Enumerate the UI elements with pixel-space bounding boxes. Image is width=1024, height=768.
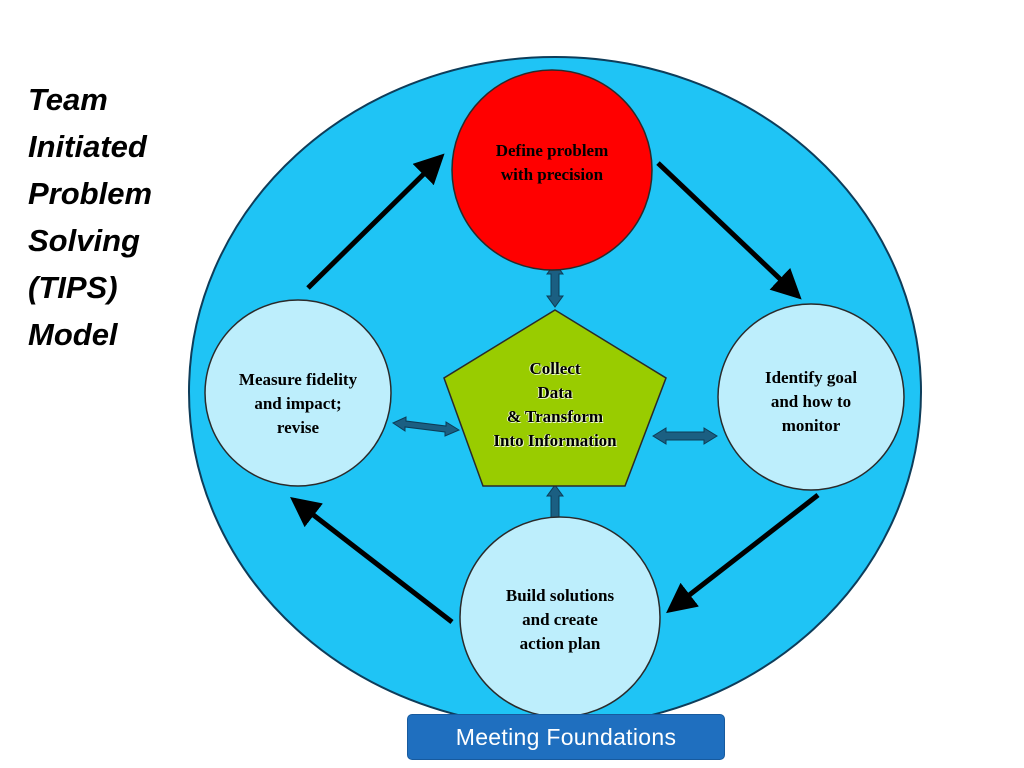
define-problem-node bbox=[451, 69, 653, 271]
measure-fidelity-node bbox=[204, 299, 392, 487]
title-line: Initiated bbox=[28, 129, 147, 164]
build-solutions-label: Build solutions and create action plan bbox=[505, 586, 615, 653]
identify-goal-label: Identify goal and how to monitor bbox=[764, 368, 858, 435]
arrow-build-to-measure bbox=[290, 496, 454, 624]
title-line: Team bbox=[28, 82, 108, 117]
title-line: (TIPS) bbox=[28, 270, 118, 305]
connector-center-define bbox=[546, 262, 564, 308]
define-problem-label: Define problem with precision bbox=[495, 141, 609, 184]
meeting-foundations-button[interactable]: Meeting Foundations bbox=[407, 714, 725, 760]
arrow-identify-to-build bbox=[666, 493, 820, 614]
meeting-foundations-label: Meeting Foundations bbox=[455, 723, 677, 750]
title-line: Problem bbox=[28, 176, 153, 211]
measure-fidelity-label: Measure fidelity and impact; revise bbox=[238, 370, 358, 437]
title-line: Solving bbox=[28, 223, 140, 258]
collect-data-label: Collect Data & Transform Into Informatio… bbox=[493, 359, 617, 450]
title-line: Model bbox=[28, 317, 118, 352]
collect-data-pentagon bbox=[443, 309, 667, 487]
identify-goal-node bbox=[717, 303, 905, 491]
arrow-define-to-identify bbox=[656, 161, 802, 300]
connector-center-identify bbox=[652, 427, 718, 445]
connector-center-measure bbox=[391, 416, 461, 437]
arrow-measure-to-define bbox=[306, 153, 445, 290]
